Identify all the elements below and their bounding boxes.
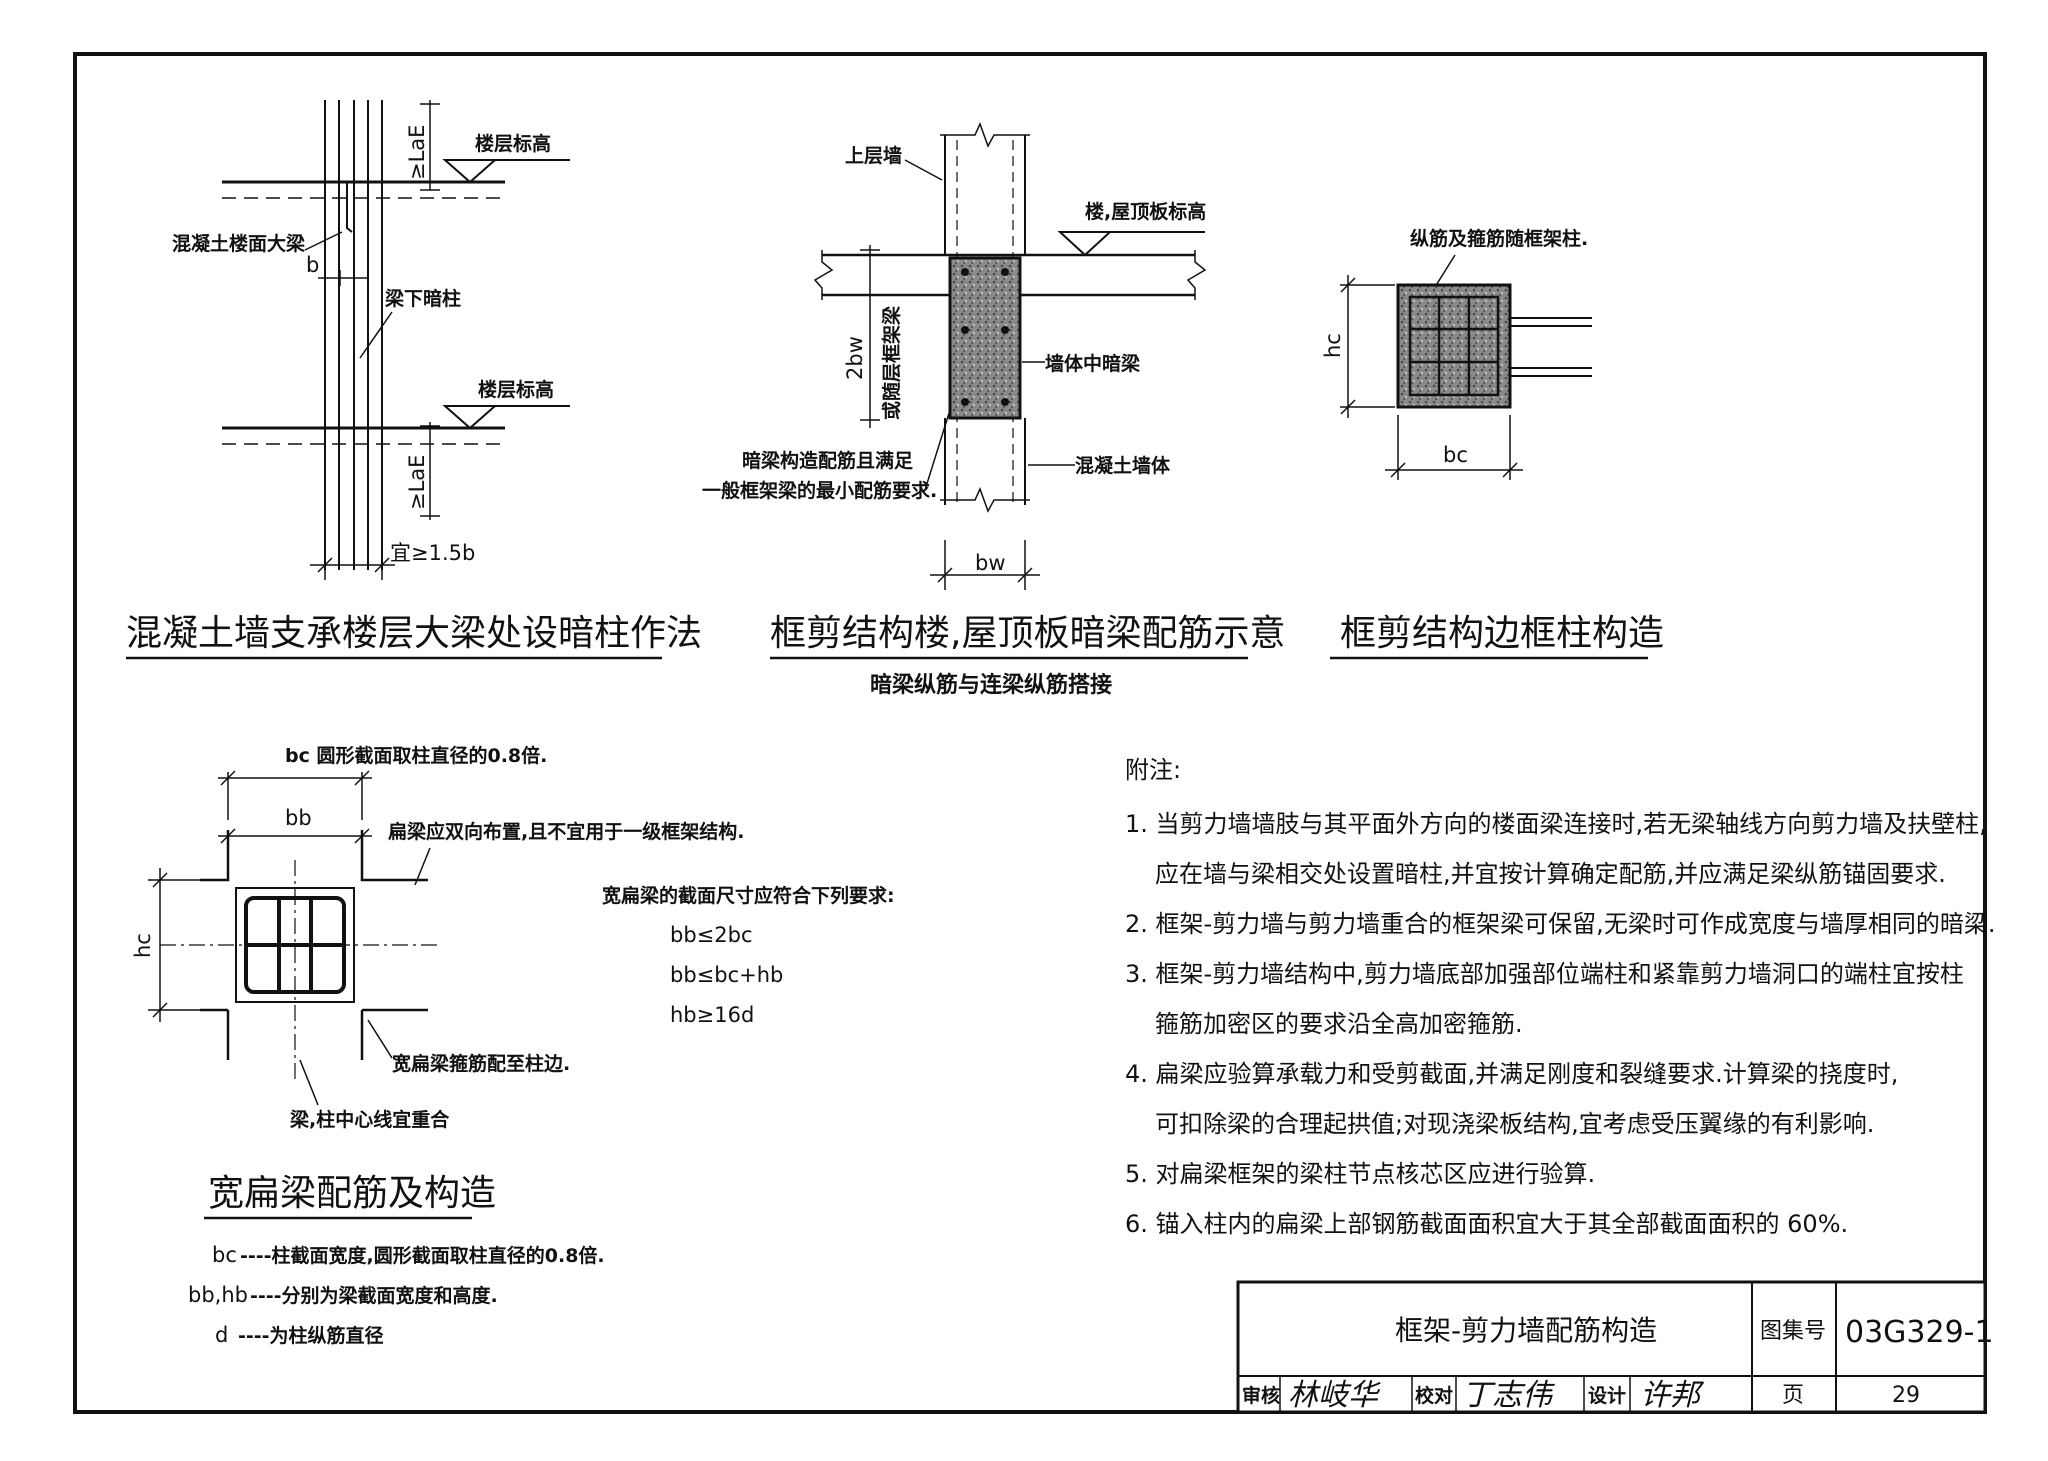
fig2-hidden-beam	[948, 256, 1022, 420]
fig4-req3: hb≥16d	[670, 1003, 754, 1027]
fig4-req2: bb≤bc+hb	[670, 963, 783, 987]
note-line-6: 4. 扁梁应验算承载力和受剪截面,并满足刚度和裂缝要求.计算梁的挠度时,	[1125, 1060, 1898, 1088]
fig2-hidden-beam-label: 墙体中暗梁	[1045, 352, 1141, 375]
note-line-9: 6. 锚入柱内的扁梁上部钢筋截面面积宜大于其全部截面面积的 60%.	[1125, 1210, 1848, 1238]
note-line-8: 5. 对扁梁框架的梁柱节点核芯区应进行验算.	[1125, 1160, 1595, 1188]
fig4-legend-sym-2: bb,hb	[188, 1283, 248, 1307]
fig1-beam-label: 混凝土楼面大梁	[172, 232, 306, 255]
fig2-wall-label: 混凝土墙体	[1075, 454, 1171, 477]
note-line-3: 2. 框架-剪力墙与剪力墙重合的框架梁可保留,无梁时可作成宽度与墙厚相同的暗梁.	[1125, 910, 1995, 938]
fig2-or-frame-label: 或随层框架梁	[880, 305, 903, 420]
fig2-roof-label: 楼,屋顶板标高	[1085, 200, 1206, 223]
fig3-top-label: 纵筋及箍筋随框架柱.	[1410, 227, 1588, 250]
page-label: 页	[1782, 1383, 1804, 1408]
fig3-column	[1396, 283, 1512, 409]
notes-heading: 附注:	[1125, 756, 1181, 784]
note-line-4: 3. 框架-剪力墙结构中,剪力墙底部加强部位端柱和紧靠剪力墙洞口的端柱宜按柱	[1125, 960, 1964, 988]
fig2-upper-wall-label: 上层墙	[845, 144, 902, 167]
title-block: 框架-剪力墙配筋构造 图集号 03G329-1 审核 林岐华 校对 丁志伟 设计…	[1236, 1280, 1994, 1414]
fig3-title: 框剪结构边框柱构造	[1340, 613, 1664, 654]
fig1-b-label: b	[306, 253, 319, 277]
fig2-note-line1: 暗梁构造配筋且满足	[742, 449, 914, 472]
page-number: 29	[1892, 1383, 1920, 1408]
fig1-width-label: 宜≥1.5b	[390, 541, 475, 565]
fig4-bb-label: bb	[285, 806, 312, 830]
fig1-hidden-column-detail: ≥LaE 楼层标高 混凝土楼面大梁 b 梁下暗柱 楼层标高 ≥LaE 宜≥1.5…	[126, 100, 702, 660]
fig4-center-label: 梁,柱中心线宜重合	[289, 1108, 450, 1131]
fig4-wide-flat-beam-detail: bc 圆形截面取柱直径的0.8倍. bb hc 扁梁应双	[131, 744, 895, 1347]
fig1-title: 混凝土墙支承楼层大梁处设暗柱作法	[126, 613, 702, 654]
designer-signature: 许邦	[1640, 1378, 1705, 1413]
fig1-hidden-col-label: 梁下暗柱	[384, 287, 461, 310]
fig3-bc-label: bc	[1443, 443, 1468, 467]
fig2-note-line2: 一般框架梁的最小配筋要求.	[702, 479, 937, 502]
note-line-7: 可扣除梁的合理起拱值;对现浇梁板结构,宜考虑受压翼缘的有利影响.	[1155, 1110, 1874, 1138]
fig2-subtitle: 暗梁纵筋与连梁纵筋搭接	[870, 672, 1112, 698]
note-line-2: 应在墙与梁相交处设置暗柱,并宜按计算确定配筋,并应满足梁纵筋锚固要求.	[1155, 860, 1946, 888]
fig3-hc-label: hc	[1321, 333, 1345, 358]
notes-block: 附注: 1. 当剪力墙墙肢与其平面外方向的楼面梁连接时,若无梁轴线方向剪力墙及扶…	[1125, 756, 1995, 1238]
fig4-legend-text-3: ----为柱纵筋直径	[238, 1324, 384, 1347]
atlas-label: 图集号	[1760, 1319, 1826, 1344]
fig4-title: 宽扁梁配筋及构造	[208, 1173, 496, 1214]
design-label: 设计	[1588, 1385, 1626, 1407]
fig4-bidirectional-label: 扁梁应双向布置,且不宜用于一级框架结构.	[388, 820, 744, 843]
fig4-req1: bb≤2bc	[670, 923, 753, 947]
fig4-stirrup-label: 宽扁梁箍筋配至柱边.	[392, 1052, 570, 1075]
fig4-legend-text-1: ----柱截面宽度,圆形截面取柱直径的0.8倍.	[240, 1244, 605, 1267]
fig2-bw-label: bw	[975, 551, 1006, 575]
reviewer-signature: 林岐华	[1288, 1378, 1381, 1413]
fig4-legend-text-2: ----分别为梁截面宽度和高度.	[250, 1284, 498, 1307]
check-label: 校对	[1415, 1384, 1453, 1407]
fig2-2bw-label: 2bw	[843, 336, 867, 380]
review-label: 审核	[1242, 1384, 1280, 1407]
fig1-lae-bottom: ≥LaE	[405, 455, 429, 510]
fig2-hidden-beam-detail: 上层墙 楼,屋顶板标高 2bw 或随层框架梁 墙体中暗梁 暗梁构造配筋且满足 一…	[702, 122, 1285, 698]
fig1-floor-elev-top: 楼层标高	[475, 132, 551, 155]
fig4-bc-label: bc 圆形截面取柱直径的0.8倍.	[285, 744, 547, 767]
fig4-hc-label: hc	[131, 933, 155, 958]
drawing-title: 框架-剪力墙配筋构造	[1395, 1314, 1657, 1347]
fig4-legend-sym-3: d	[215, 1323, 228, 1347]
fig3-boundary-column-detail: 纵筋及箍筋随框架柱. hc bc 框剪结构边框柱构造	[1321, 227, 1664, 660]
atlas-number: 03G329-1	[1845, 1315, 1994, 1350]
checker-signature: 丁志伟	[1462, 1378, 1555, 1413]
fig1-lae-top: ≥LaE	[405, 125, 429, 180]
fig4-legend-sym-1: bc	[212, 1243, 237, 1267]
note-line-5: 箍筋加密区的要求沿全高加密箍筋.	[1155, 1010, 1523, 1038]
fig4-req-title: 宽扁梁的截面尺寸应符合下列要求:	[602, 884, 895, 907]
sheet-border	[73, 52, 1987, 1414]
fig1-floor-elev-bottom: 楼层标高	[478, 378, 554, 401]
note-line-1: 1. 当剪力墙墙肢与其平面外方向的楼面梁连接时,若无梁轴线方向剪力墙及扶壁柱,	[1125, 810, 1987, 838]
fig2-title: 框剪结构楼,屋顶板暗梁配筋示意	[770, 613, 1285, 654]
